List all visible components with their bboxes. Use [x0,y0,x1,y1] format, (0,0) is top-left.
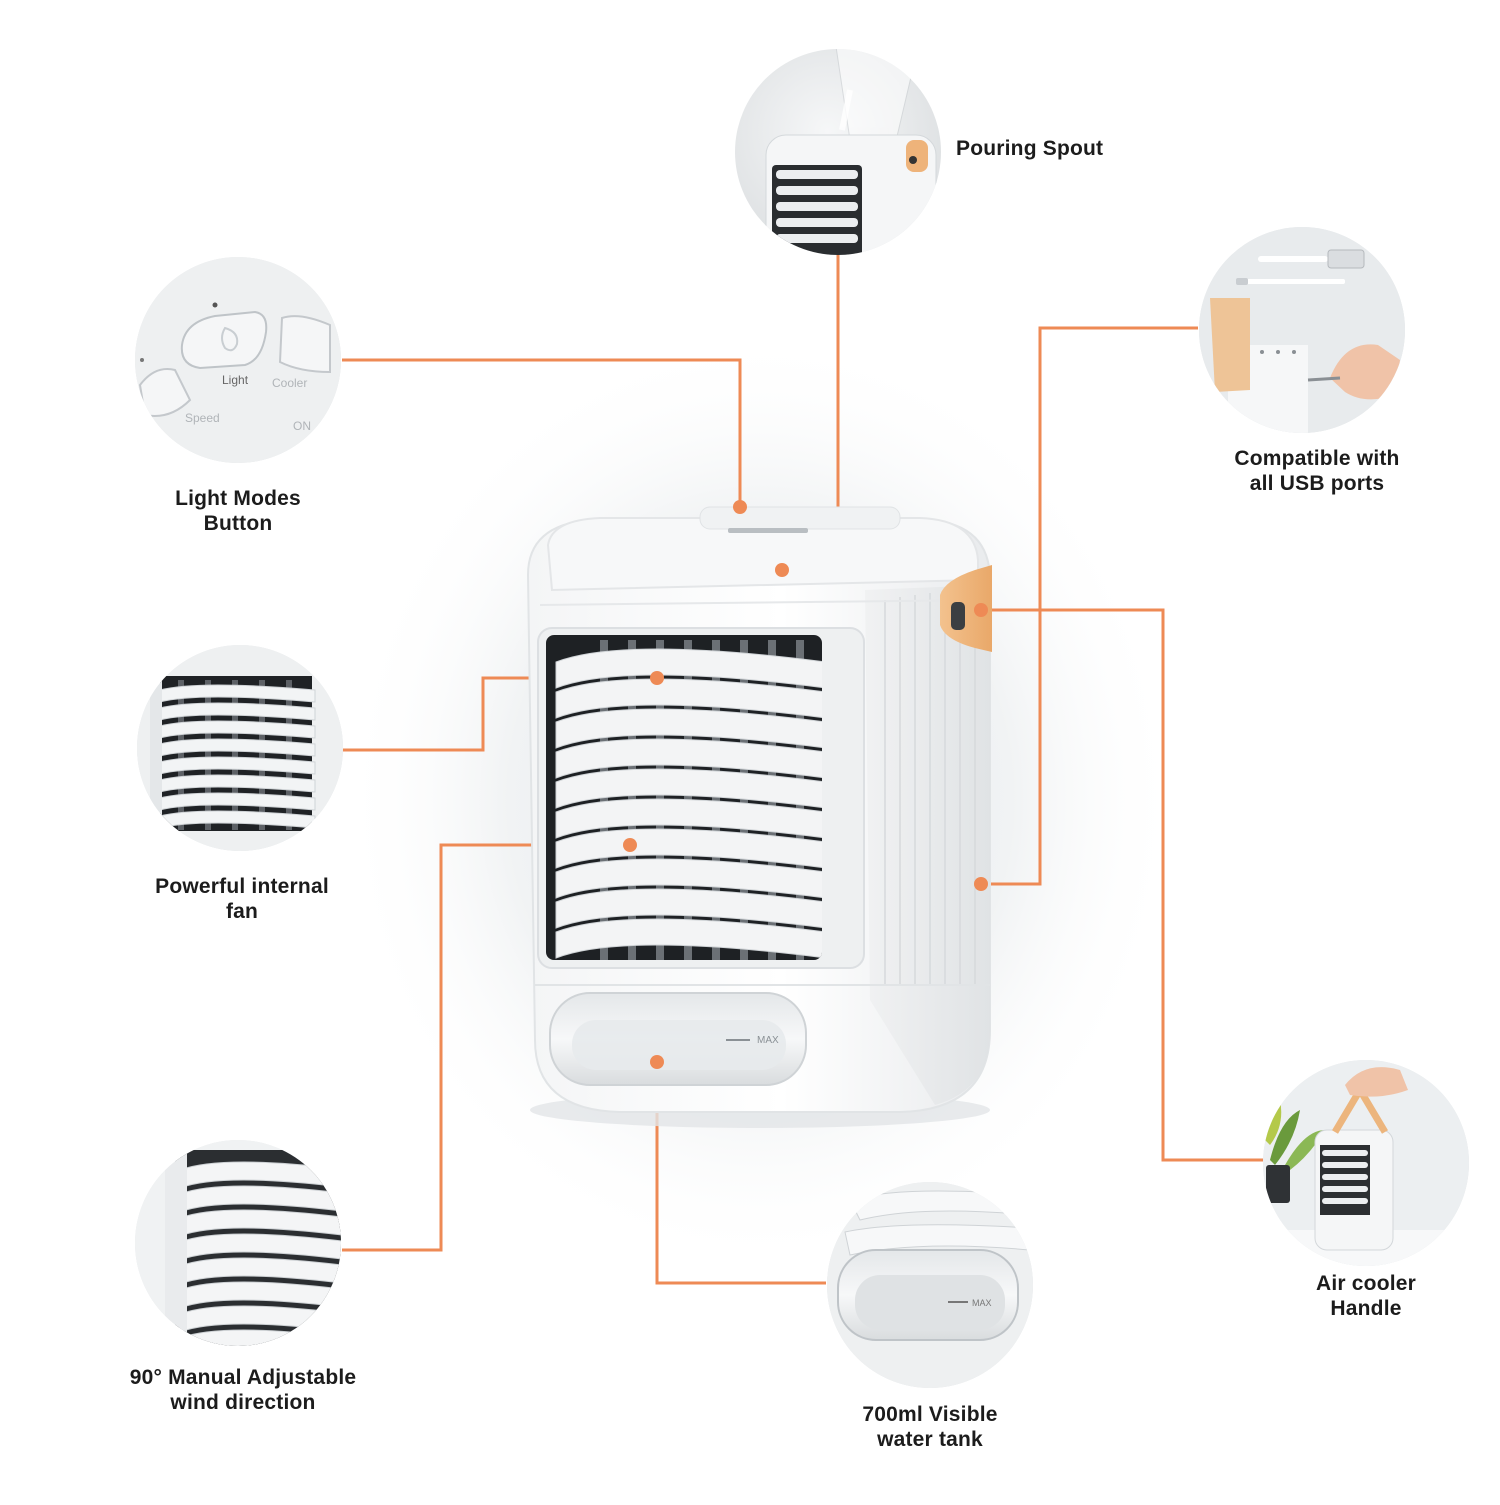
fan-icon [137,645,343,851]
label-line: wind direction [170,1391,316,1414]
louver-slat [179,1185,341,1213]
usb-cable-icon [1199,227,1405,433]
grille-bar [712,640,720,960]
louver-icon [135,1140,341,1346]
louver-slat [159,702,316,721]
louver-slat [179,1233,341,1261]
louver-slat [179,1209,341,1237]
label-internal-fan: Powerful internal fan [112,874,372,924]
line-light-modes [342,358,742,507]
louver-slat [159,720,316,739]
label-line: Handle [1330,1297,1402,1320]
label-pouring-spout: Pouring Spout [956,136,1216,161]
louver-slat [555,918,822,959]
dot-light-modes [733,500,747,514]
louver-slat [555,828,822,869]
cooler-handle [940,565,992,652]
louver-slat [159,684,316,703]
louver-slat [159,756,316,775]
label-line: Pouring Spout [956,137,1104,160]
louver-slat [555,648,822,689]
louver-slat [179,1281,341,1309]
handle-icon [1263,1060,1469,1266]
light-button-icon: Light Cooler Speed ON [135,257,341,463]
dot-pouring-spout [775,563,789,577]
label-line: water tank [877,1428,983,1451]
label-line: Button [203,512,273,535]
control-panel [699,506,901,530]
side-ribs [884,590,976,985]
label-line: Light Modes [175,487,301,510]
callout-dots [623,500,988,1069]
label-line: 700ml Visible [862,1403,998,1426]
panel-text-speed: Speed [185,411,220,425]
line-handle [981,608,1265,1162]
water-tank-icon: MAX [827,1182,1033,1388]
main-louvers [555,640,822,960]
label-wind-direction: 90° Manual Adjustable wind direction [98,1365,388,1415]
louver-slat [179,1257,341,1285]
louver-slat [159,792,316,811]
tank-max-marking: MAX [757,1035,779,1046]
louver-slat [179,1329,341,1346]
dot-usb [974,877,988,891]
label-line: 90° Manual Adjustable [129,1366,357,1389]
louver-slat [159,738,316,757]
top-lid [546,517,979,592]
louver-slat [555,768,822,809]
label-line: Compatible with [1234,447,1400,470]
louver-slat [555,858,822,899]
louver-slat [159,774,316,793]
dot-internal-fan [650,671,664,685]
label-line: Powerful internal [155,875,329,898]
water-pour-icon [735,49,941,255]
louver-slat [555,738,822,779]
label-usb-compatible: Compatible with all USB ports [1197,446,1437,496]
louver-slat [555,888,822,929]
dot-water-tank [650,1055,664,1069]
panel-text-light: Light [222,373,249,387]
label-handle: Air cooler Handle [1256,1271,1476,1321]
dot-handle [974,603,988,617]
louver-slat [179,1161,341,1189]
dot-wind-direction [623,838,637,852]
louver-slat [555,798,822,839]
panel-text-cooler: Cooler [272,376,307,390]
label-line: fan [225,900,259,923]
louver-slat [555,678,822,719]
panel-text-on: ON [293,419,311,433]
label-water-tank: 700ml Visible water tank [810,1402,1050,1452]
grille-bar [740,640,748,960]
label-line: Air cooler [1315,1272,1417,1295]
label-light-modes-button: Light Modes Button [118,486,358,536]
grille-bar [600,640,608,960]
line-usb [981,326,1198,886]
air-cooler-product: MAX [526,506,992,1128]
tank-max-marking-closeup: MAX [972,1298,992,1308]
line-water-tank [655,1062,826,1285]
label-line: all USB ports [1249,472,1385,495]
louver-slat [555,708,822,749]
